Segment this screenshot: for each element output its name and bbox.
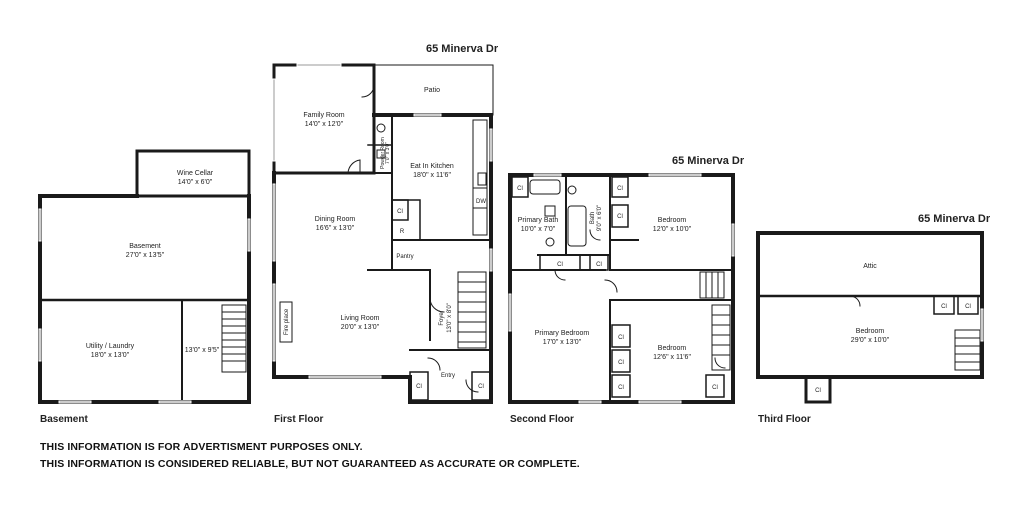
room-dim-foyer: 13'0" x 8'0"	[447, 303, 453, 333]
closet-label: Cl	[557, 262, 563, 268]
room-dim-utility: 18'0" x 13'0"	[91, 352, 130, 359]
room-name-powder: Powder Room	[380, 137, 386, 169]
closet-label: Cl	[712, 385, 718, 391]
room-name-foyer: Foyer	[439, 310, 445, 325]
room-name-family: Family Room	[303, 112, 344, 119]
label-dishwasher: DW	[476, 199, 486, 205]
closet-label: Cl	[517, 186, 523, 192]
room-dim-bath: 9'0" x 6'0"	[597, 205, 603, 231]
closet-label: Cl	[596, 262, 602, 268]
room-name-fireplace: Fire place	[284, 308, 290, 335]
third-floor-plan	[756, 231, 984, 404]
room-name-bedroom-2: Bedroom	[658, 345, 687, 352]
closet-label: Cl	[617, 214, 623, 220]
room-name-entry: Entry	[441, 373, 455, 379]
address-first-floor: 65 Minerva Dr	[426, 43, 499, 55]
room-dim-primary-bath: 10'0" x 7'0"	[521, 226, 556, 233]
room-name-attic: Attic	[863, 263, 877, 270]
room-name-primary-bath: Primary Bath	[518, 217, 559, 224]
closet-label: Cl	[815, 388, 821, 394]
closet-label: Cl	[618, 360, 624, 366]
floor-label-third: Third Floor	[758, 414, 811, 425]
room-dim-living: 20'0" x 13'0"	[341, 324, 380, 331]
floor-label-first: First Floor	[274, 414, 324, 425]
room-name-kitchen: Eat In Kitchen	[410, 163, 454, 170]
room-name-utility: Utility / Laundry	[86, 343, 135, 350]
closet-label: Cl	[941, 304, 947, 310]
room-name-patio: Patio	[424, 87, 440, 94]
closet-label: Cl	[618, 335, 624, 341]
room-dim-bedroom-2: 12'6" x 11'6"	[653, 354, 691, 361]
room-dim-kitchen: 18'0" x 11'6"	[413, 172, 451, 179]
room-name-dining: Dining Room	[315, 216, 356, 223]
room-dim-storage: 13'0" x 9'5"	[185, 347, 220, 354]
closet-label: Cl	[478, 384, 484, 390]
floor-label-second: Second Floor	[510, 414, 574, 425]
room-dim-basement: 27'0" x 13'5"	[126, 252, 165, 259]
room-dim-bedroom-third: 29'0" x 10'0"	[851, 337, 890, 344]
floor-label-basement: Basement	[40, 414, 88, 425]
room-name-bedroom-third: Bedroom	[856, 328, 885, 335]
room-name-pantry: Pantry	[396, 254, 413, 260]
room-dim-family: 14'0" x 12'0"	[305, 121, 344, 128]
second-floor-plan	[508, 173, 735, 404]
room-dim-bedroom-1: 12'0" x 10'0"	[653, 226, 692, 233]
room-name-wine-cellar: Wine Cellar	[177, 170, 214, 177]
address-second-floor: 65 Minerva Dr	[672, 155, 745, 167]
room-name-living: Living Room	[341, 315, 380, 322]
room-dim-powder: 7'0" x 3'0"	[385, 142, 391, 164]
room-dim-dining: 16'6" x 13'0"	[316, 225, 355, 232]
room-name-basement: Basement	[129, 243, 161, 250]
disclaimer-line-2: THIS INFORMATION IS CONSIDERED RELIABLE,…	[40, 458, 580, 470]
room-name-bath: Bath	[590, 212, 596, 224]
basement-plan	[38, 149, 251, 404]
address-third-floor: 65 Minerva Dr	[918, 213, 991, 225]
room-dim-primary-bedroom: 17'0" x 13'0"	[543, 339, 582, 346]
room-name-primary-bedroom: Primary Bedroom	[535, 330, 590, 337]
closet-label: Cl	[397, 209, 403, 215]
room-dim-wine-cellar: 14'0" x 6'0"	[178, 179, 213, 186]
label-refrigerator: R	[400, 229, 405, 235]
room-name-bedroom-1: Bedroom	[658, 217, 687, 224]
first-floor-plan	[272, 63, 494, 404]
closet-label: Cl	[965, 304, 971, 310]
disclaimer-line-1: THIS INFORMATION IS FOR ADVERTISMENT PUR…	[40, 441, 363, 453]
closet-label: Cl	[416, 384, 422, 390]
closet-label: Cl	[617, 186, 623, 192]
closet-label: Cl	[618, 385, 624, 391]
